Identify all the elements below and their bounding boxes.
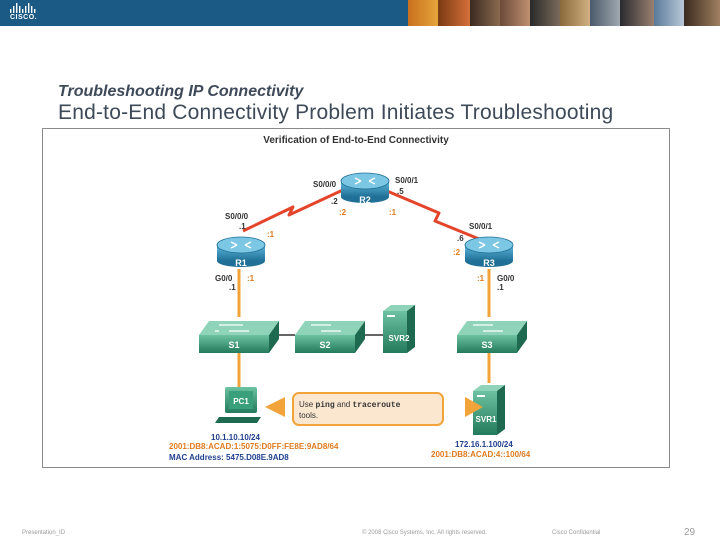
r2-s001-addr: .5: [397, 187, 404, 196]
topology-svg: Verification of End-to-End Connectivity …: [169, 135, 531, 462]
banner-photo: [590, 0, 620, 26]
banner-photo: [684, 0, 720, 26]
callout-text: Use ping and traceroute: [299, 400, 401, 410]
banner-photo: [620, 0, 654, 26]
banner-photo: [500, 0, 530, 26]
banner-photo: [438, 0, 470, 26]
banner-photo: [408, 0, 438, 26]
topology-diagram: Verification of End-to-End Connectivity …: [42, 128, 670, 468]
pc1-mac-address: MAC Address: 5475.D08E.9AD8: [169, 453, 289, 462]
callout-box: [292, 392, 444, 426]
server-svr1-label: SVR1: [476, 415, 497, 424]
footer-confidential: Cisco Confidential: [552, 530, 601, 536]
serial-link-r2-r3: [386, 189, 490, 245]
footer-presentation-id: Presentation_ID: [22, 530, 66, 536]
r3-g00-addr: .1: [497, 283, 504, 292]
r1-s000-addr: .1: [239, 222, 246, 231]
svr1-ipv6-address: 2001:DB8:ACAD:4::100/64: [431, 450, 531, 459]
r3-s001-label: S0/0/1: [469, 222, 493, 231]
banner-photo-strip: [408, 0, 720, 26]
callout-arrow-right: [465, 397, 483, 417]
router-arrows-icon: [230, 241, 252, 249]
banner-photo: [654, 0, 684, 26]
router-arrows-icon: [478, 241, 500, 249]
pc1-ipv6-address: 2001:DB8:ACAD:1:5075:D0FF:FE8E:9AD8/64: [169, 442, 339, 451]
logo-text: CISCO.: [10, 14, 38, 21]
router-r2: R2: [340, 172, 390, 205]
pc-pc1-label: PC1: [233, 397, 249, 406]
r1-s000-label: S0/0/0: [225, 212, 249, 221]
r2-s001-label: S0/0/1: [395, 176, 419, 185]
pc1-ipv4-address: 10.1.10.10/24: [211, 433, 260, 442]
switch-s1: S1: [199, 321, 279, 353]
switch-s3: S3: [457, 321, 527, 353]
switch-s2-label: S2: [319, 340, 330, 350]
r1-g00-label: G0/0: [215, 274, 233, 283]
r3-s001-addr: .6: [457, 234, 464, 243]
slide-subtitle: Troubleshooting IP Connectivity: [58, 83, 304, 100]
top-banner: CISCO.: [0, 0, 720, 26]
router-r3-label: R3: [483, 258, 495, 268]
cisco-logo-icon: [10, 3, 36, 13]
r3-g00-ipv6: :1: [477, 274, 485, 283]
pc-pc1: PC1: [215, 387, 261, 423]
r1-s000-ipv6: :1: [267, 230, 275, 239]
r3-g00-label: G0/0: [497, 274, 515, 283]
switch-arrows-icon: [215, 324, 249, 332]
r2-s000-label: S0/0/0: [313, 180, 337, 189]
server-svr2: SVR2: [383, 305, 415, 353]
router-r1: R1: [216, 236, 266, 268]
router-r1-label: R1: [235, 258, 247, 268]
footer-copyright: © 2008 Cisco Systems, Inc. All rights re…: [362, 530, 487, 536]
switch-s3-label: S3: [481, 340, 492, 350]
r2-s001-ipv6: :1: [389, 208, 397, 217]
r3-s001-ipv6: :2: [453, 248, 461, 257]
r2-s000-addr: .2: [331, 197, 338, 206]
switch-arrows-icon: [311, 324, 341, 332]
banner-photo: [470, 0, 500, 26]
callout-text-line2: tools.: [299, 411, 318, 420]
page-number: 29: [684, 527, 696, 538]
router-r2-label: R2: [359, 195, 371, 205]
banner-photo: [560, 0, 590, 26]
r2-s000-ipv6: :2: [339, 208, 347, 217]
svr1-ipv4-address: 172.16.1.100/24: [455, 440, 513, 449]
server-svr2-label: SVR2: [389, 334, 410, 343]
slide-title: End-to-End Connectivity Problem Initiate…: [58, 101, 614, 124]
r1-g00-addr: .1: [229, 283, 236, 292]
server-svr1: SVR1: [473, 385, 505, 435]
diagram-heading: Verification of End-to-End Connectivity: [263, 135, 449, 146]
serial-link-r1-r2: [242, 187, 346, 233]
callout-arrow-left: [265, 397, 285, 417]
banner-photo: [530, 0, 560, 26]
switch-arrows-icon: [473, 324, 503, 332]
router-arrows-icon: [354, 177, 376, 185]
switch-s1-label: S1: [228, 340, 239, 350]
r1-g00-ipv6: :1: [247, 274, 255, 283]
router-r3: R3: [464, 236, 514, 268]
switch-s2: S2: [295, 321, 365, 353]
